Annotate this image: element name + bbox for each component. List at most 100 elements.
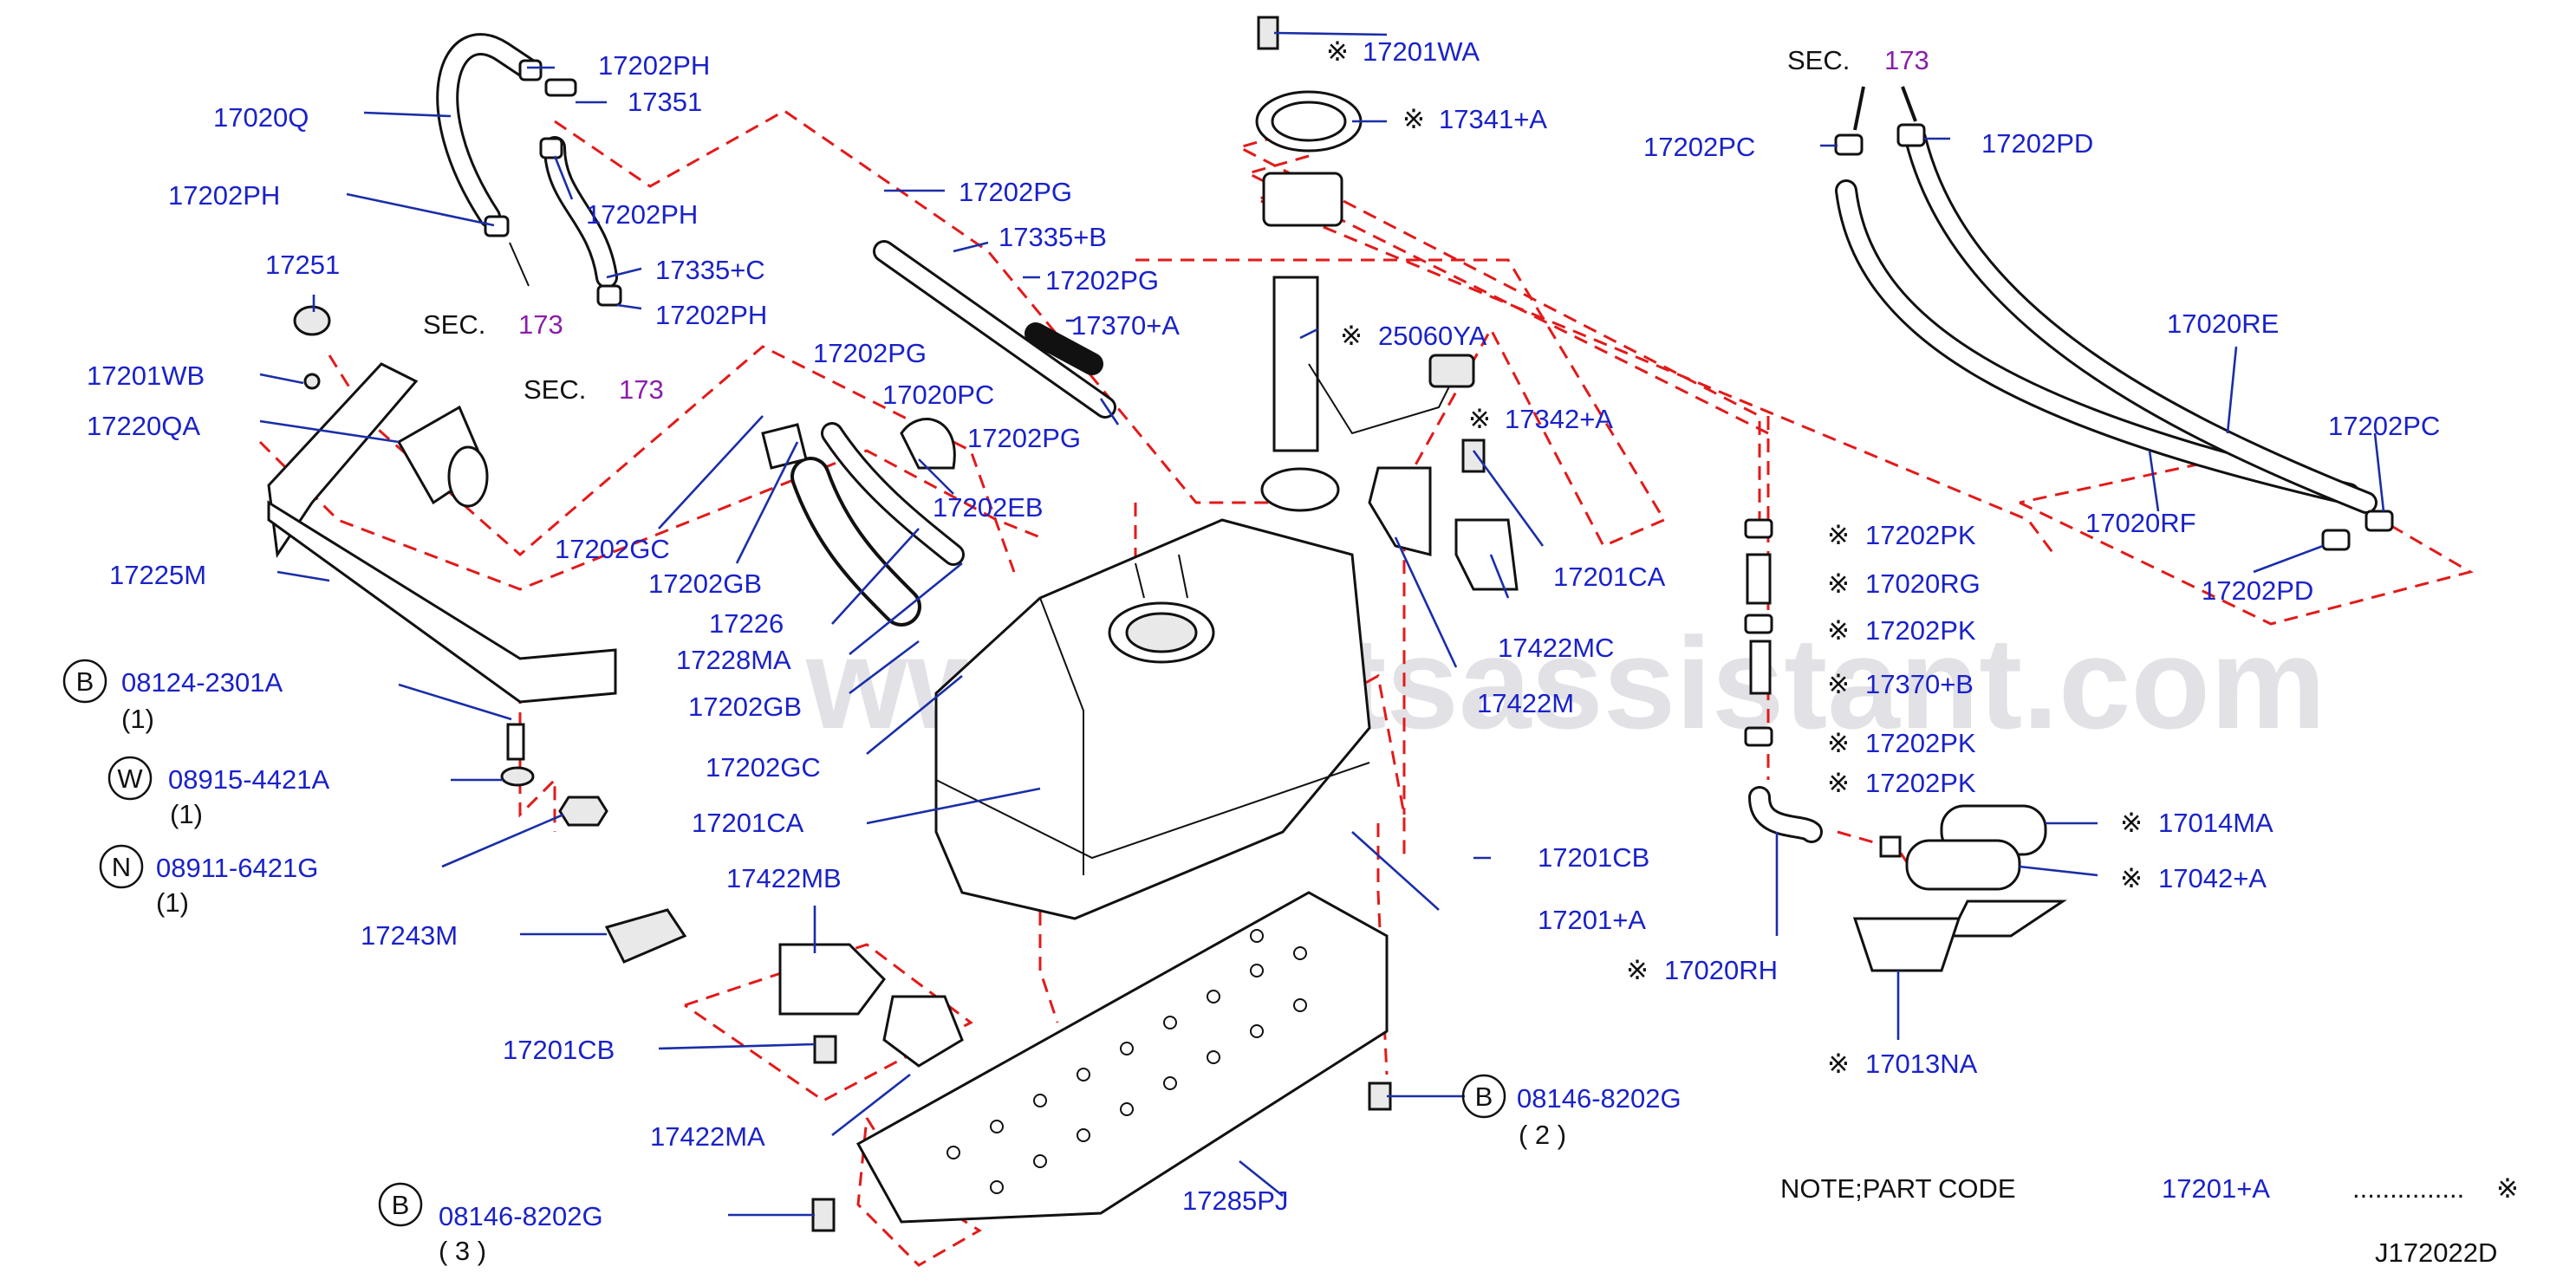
- sec-word: SEC.: [1787, 45, 1850, 75]
- part-label: 17201CA: [1553, 562, 1666, 592]
- part-label: 17202PH: [598, 50, 710, 81]
- sec-word: SEC.: [423, 309, 485, 340]
- part-label: 17226: [709, 608, 784, 639]
- part-label: 17422M: [1477, 688, 1574, 718]
- marked-symbol: ※: [1827, 568, 1850, 599]
- part-label: 17202PD: [2202, 575, 2313, 606]
- part-label: 17202GB: [648, 568, 762, 599]
- part-label: 17042+A: [2158, 863, 2267, 893]
- part-label: 17225M: [109, 560, 206, 590]
- part-label: 17020RH: [1664, 955, 1778, 985]
- part-label: 17202PK: [1865, 728, 1976, 758]
- note-code-word: CODE: [1938, 1173, 2016, 1204]
- part-label: 17422MC: [1498, 633, 1614, 663]
- part-label: 17201CB: [503, 1035, 615, 1065]
- part-label: 17202PG: [813, 338, 927, 368]
- part-label: 17370+A: [1071, 310, 1180, 341]
- leader-lines: [259, 31, 2385, 1217]
- part-label: 17370+B: [1865, 669, 1974, 699]
- part-label: 17422MA: [650, 1121, 765, 1152]
- note-prefix: NOTE;PART: [1780, 1173, 1932, 1204]
- marked-symbol: ※: [1326, 36, 1349, 67]
- sec-number: 173: [619, 374, 664, 405]
- part-label: 17020Q: [213, 102, 309, 133]
- part-label: 17243M: [361, 920, 458, 951]
- marked-symbol: ※: [1402, 104, 1425, 134]
- qualifier-circles: B W N B B: [62, 659, 1506, 1227]
- part-label: 17020RE: [2167, 309, 2279, 339]
- part-label: 08146-8202G: [1517, 1083, 1682, 1114]
- part-label: 17020RF: [2085, 508, 2196, 538]
- part-label: 17202PK: [1865, 615, 1976, 646]
- part-label: 17202PH: [655, 300, 767, 330]
- note-line: NOTE;PART CODE 17201+A ............... ※: [1780, 1173, 2519, 1204]
- marked-symbol: ※: [1626, 955, 1649, 985]
- part-label: 17341+A: [1439, 104, 1547, 134]
- qualifier-letter-w: W: [117, 763, 143, 794]
- part-label: 08124-2301A: [121, 667, 283, 698]
- part-label: 17202EB: [933, 492, 1044, 523]
- sec-number: 173: [1884, 45, 1929, 75]
- qualifier-letter-b-lower: B: [392, 1190, 410, 1220]
- part-label: 17202PK: [1865, 768, 1976, 798]
- part-label: 17335+B: [999, 222, 1107, 252]
- quantity-text: ( 2 ): [1519, 1120, 1566, 1150]
- part-label: 17202PG: [959, 177, 1072, 207]
- sec-word: SEC.: [524, 374, 586, 405]
- note-mark: ※: [2496, 1173, 2519, 1204]
- part-label: 17201WB: [87, 360, 205, 391]
- marked-symbol: ※: [1827, 728, 1850, 758]
- part-label: 17228MA: [676, 645, 791, 675]
- part-label: 17014MA: [2158, 808, 2274, 838]
- part-label: 17202PG: [1045, 265, 1159, 296]
- quantity-text: (1): [156, 887, 189, 918]
- part-label: 17202PC: [1643, 132, 1755, 162]
- qualifier-letter-b-right: B: [1475, 1081, 1493, 1112]
- note-dots: ...............: [2352, 1173, 2464, 1204]
- part-label: 17020PC: [882, 380, 994, 410]
- part-label: 17201CB: [1538, 842, 1649, 873]
- part-label: 17202PH: [586, 199, 698, 230]
- part-label: 17220QA: [87, 411, 200, 441]
- note-part: 17201+A: [2162, 1173, 2270, 1204]
- part-label: 17013NA: [1865, 1049, 1978, 1079]
- qualifier-letter-n: N: [112, 852, 131, 882]
- part-label: 25060YA: [1378, 321, 1487, 351]
- part-label: 17422MB: [726, 863, 842, 893]
- quantity-text: (1): [121, 704, 154, 734]
- diagram-code: J172022D: [2375, 1237, 2497, 1268]
- marked-symbol: ※: [2120, 863, 2143, 893]
- parts-artwork: [267, 16, 2394, 1232]
- marked-symbol: ※: [1827, 669, 1850, 699]
- part-label: 17201+A: [1538, 905, 1646, 935]
- part-label: 17202PC: [2328, 411, 2440, 441]
- marked-symbol: ※: [1340, 321, 1363, 351]
- part-label: 17335+C: [655, 255, 765, 285]
- marked-symbol: ※: [1827, 1049, 1850, 1079]
- part-label: 17251: [265, 250, 340, 280]
- part-label: 17202GC: [706, 752, 821, 783]
- marked-symbol: ※: [1827, 768, 1850, 798]
- part-label: 17285PJ: [1182, 1185, 1288, 1216]
- marked-symbol: ※: [1827, 615, 1850, 646]
- sec-number: 173: [518, 309, 563, 340]
- part-label: 17202PG: [967, 423, 1081, 453]
- quantity-text: (1): [170, 799, 203, 829]
- qualifier-letter-b: B: [76, 666, 94, 697]
- part-label: 08146-8202G: [439, 1201, 603, 1231]
- part-label: 17020RG: [1865, 568, 1981, 599]
- part-label: 17202PD: [1981, 128, 2093, 159]
- part-label: 08915-4421A: [168, 764, 329, 795]
- section-references: SEC. 173 SEC. 173 SEC. 173: [423, 45, 1929, 405]
- quantity-text: ( 3 ): [439, 1236, 486, 1266]
- part-label: 17342+A: [1505, 404, 1613, 434]
- part-label: 08911-6421G: [156, 853, 318, 883]
- part-labels: 17020Q 17202PH 17351 17202PH 17202PH 173…: [87, 36, 2440, 1266]
- part-label: 17201WA: [1363, 36, 1480, 67]
- part-label: 17202PK: [1865, 520, 1976, 550]
- part-label: 17202GB: [688, 692, 802, 722]
- marked-symbol: ※: [1827, 520, 1850, 550]
- part-label: 17201CA: [692, 808, 804, 838]
- part-label: 17202PH: [168, 180, 280, 211]
